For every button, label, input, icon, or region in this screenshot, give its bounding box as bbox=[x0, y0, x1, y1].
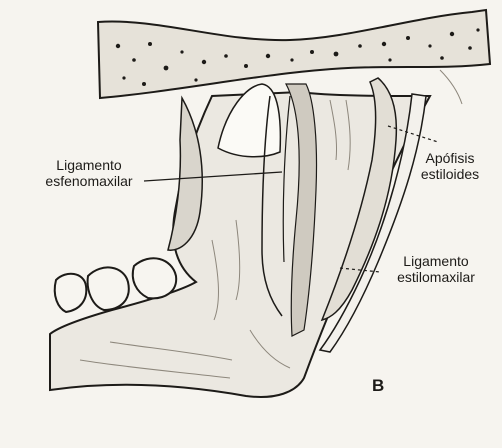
panel-letter: B bbox=[372, 378, 384, 394]
label-line-2: estilomaxilar bbox=[378, 269, 494, 285]
label-styloid-process: Apófisis estiloides bbox=[400, 150, 500, 182]
label-line-1: Ligamento bbox=[378, 253, 494, 269]
label-line-1: Ligamento bbox=[34, 157, 144, 173]
label-line-2: estiloides bbox=[400, 166, 500, 182]
label-stylomandibular-ligament: Ligamento estilomaxilar bbox=[378, 253, 494, 285]
label-sphenomandibular-ligament: Ligamento esfenomaxilar bbox=[34, 157, 144, 189]
label-line-1: Apófisis bbox=[400, 150, 500, 166]
label-line-2: esfenomaxilar bbox=[34, 173, 144, 189]
